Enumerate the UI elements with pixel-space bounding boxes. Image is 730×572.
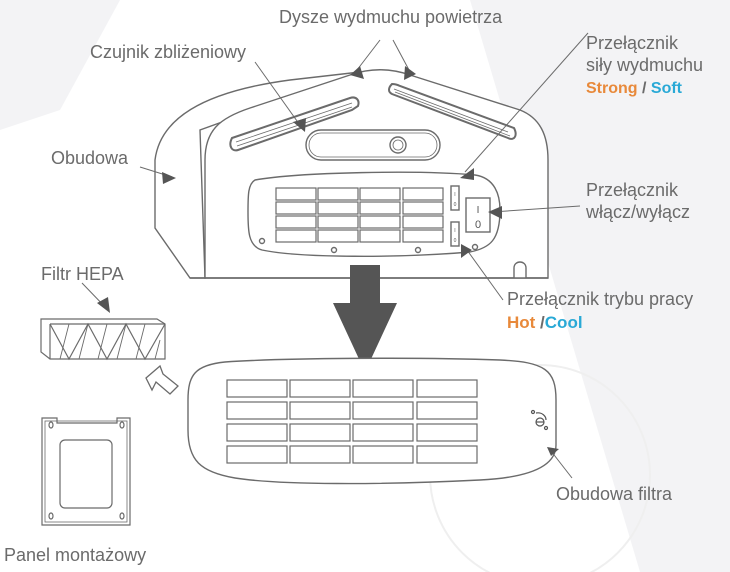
arrowhead-icon xyxy=(97,297,110,313)
label-proximity-sensor: Czujnik zbliżeniowy xyxy=(90,42,247,62)
mode-switch-on-mark: I xyxy=(454,228,455,234)
hepa-filter xyxy=(40,318,166,361)
label-blow-strength-switch-line1: Przełącznik xyxy=(586,33,679,53)
option-cool: Cool xyxy=(544,313,583,332)
label-blow-strength-switch-line2: siły wydmuchu xyxy=(586,55,704,75)
mode-switch xyxy=(450,221,460,247)
blow-strength-options: Strong / Soft xyxy=(586,78,682,99)
arrowheads xyxy=(97,66,559,456)
label-mounting-panel: Panel montażowy xyxy=(4,545,147,565)
option-soft: Soft xyxy=(650,80,682,97)
mode-switch-off-mark: 0 xyxy=(454,238,457,244)
housing-side xyxy=(154,71,361,279)
power-switch-off-mark: 0 xyxy=(475,219,481,231)
option-separator: / xyxy=(535,313,545,332)
main-unit xyxy=(154,69,549,279)
arrowhead-icon xyxy=(460,168,474,180)
label-filter-housing: Obudowa filtra xyxy=(556,484,673,504)
filter-housing-vents xyxy=(226,379,478,464)
option-strong: Strong xyxy=(586,80,638,97)
arrowhead-icon xyxy=(404,66,416,80)
arrowhead-icon xyxy=(488,206,502,219)
filter-housing xyxy=(187,357,557,485)
blow-switch-on-mark: I xyxy=(454,192,455,198)
label-housing: Obudowa xyxy=(51,148,129,168)
label-power-switch-line2: włącz/wyłącz xyxy=(586,202,691,222)
control-panel-vents xyxy=(275,187,444,243)
arrowhead-icon xyxy=(547,447,559,456)
arrowhead-icon xyxy=(293,118,306,132)
label-hepa-filter: Filtr HEPA xyxy=(41,264,124,284)
leader-lines xyxy=(81,32,589,479)
arrowhead-icon xyxy=(350,66,364,79)
power-switch xyxy=(465,197,491,233)
big-down-arrow-icon xyxy=(333,265,397,372)
insert-arrow-icon xyxy=(145,364,179,395)
mounting-panel xyxy=(41,417,131,526)
label-power-switch-line1: Przełącznik xyxy=(586,180,679,200)
arrowhead-icon xyxy=(162,172,176,184)
blow-switch-off-mark: 0 xyxy=(454,202,457,208)
arrowhead-icon xyxy=(461,244,472,258)
mode-options: Hot /Cool xyxy=(507,312,583,333)
blow-strength-switch xyxy=(450,185,460,211)
option-separator: / xyxy=(637,80,651,97)
label-mode-switch: Przełącznik trybu pracy xyxy=(507,289,694,309)
unlock-rotate-icon xyxy=(530,409,549,431)
power-switch-on-mark: I xyxy=(477,205,480,216)
label-air-nozzles: Dysze wydmuchu powietrza xyxy=(279,7,503,27)
option-hot: Hot xyxy=(507,313,536,332)
